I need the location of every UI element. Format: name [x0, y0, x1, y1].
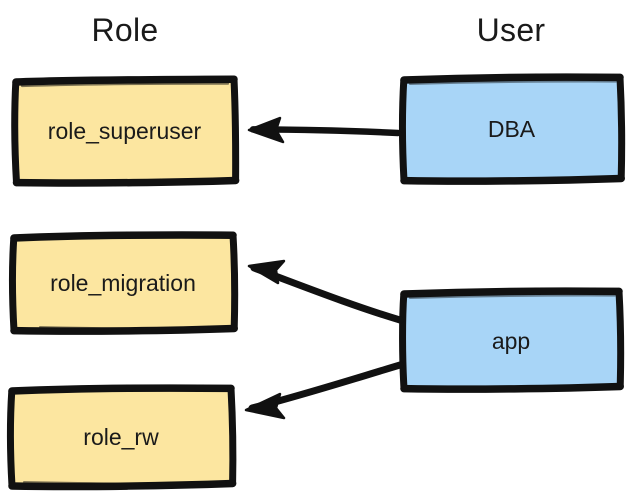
edge-app-to-role-migration[interactable] — [247, 259, 404, 324]
node-label-role-migration: role_migration — [50, 269, 196, 296]
edge-dba-to-role-superuser[interactable] — [247, 116, 402, 144]
column-title-user: User — [476, 12, 546, 48]
node-role-rw-shape[interactable] — [7, 384, 237, 491]
node-label-role-rw: role_rw — [83, 423, 159, 450]
node-label-app: app — [491, 327, 531, 354]
node-label-dba: DBA — [487, 115, 536, 142]
node-role-migration-shape[interactable] — [9, 231, 239, 335]
column-title-role: Role — [91, 12, 159, 48]
node-label-role-superuser: role_superuser — [47, 117, 202, 144]
node-app-shape[interactable] — [399, 287, 625, 393]
node-dba-shape[interactable] — [399, 73, 626, 185]
node-role-superuser-shape[interactable] — [11, 75, 240, 187]
edge-app-to-role-rw[interactable] — [244, 361, 404, 420]
